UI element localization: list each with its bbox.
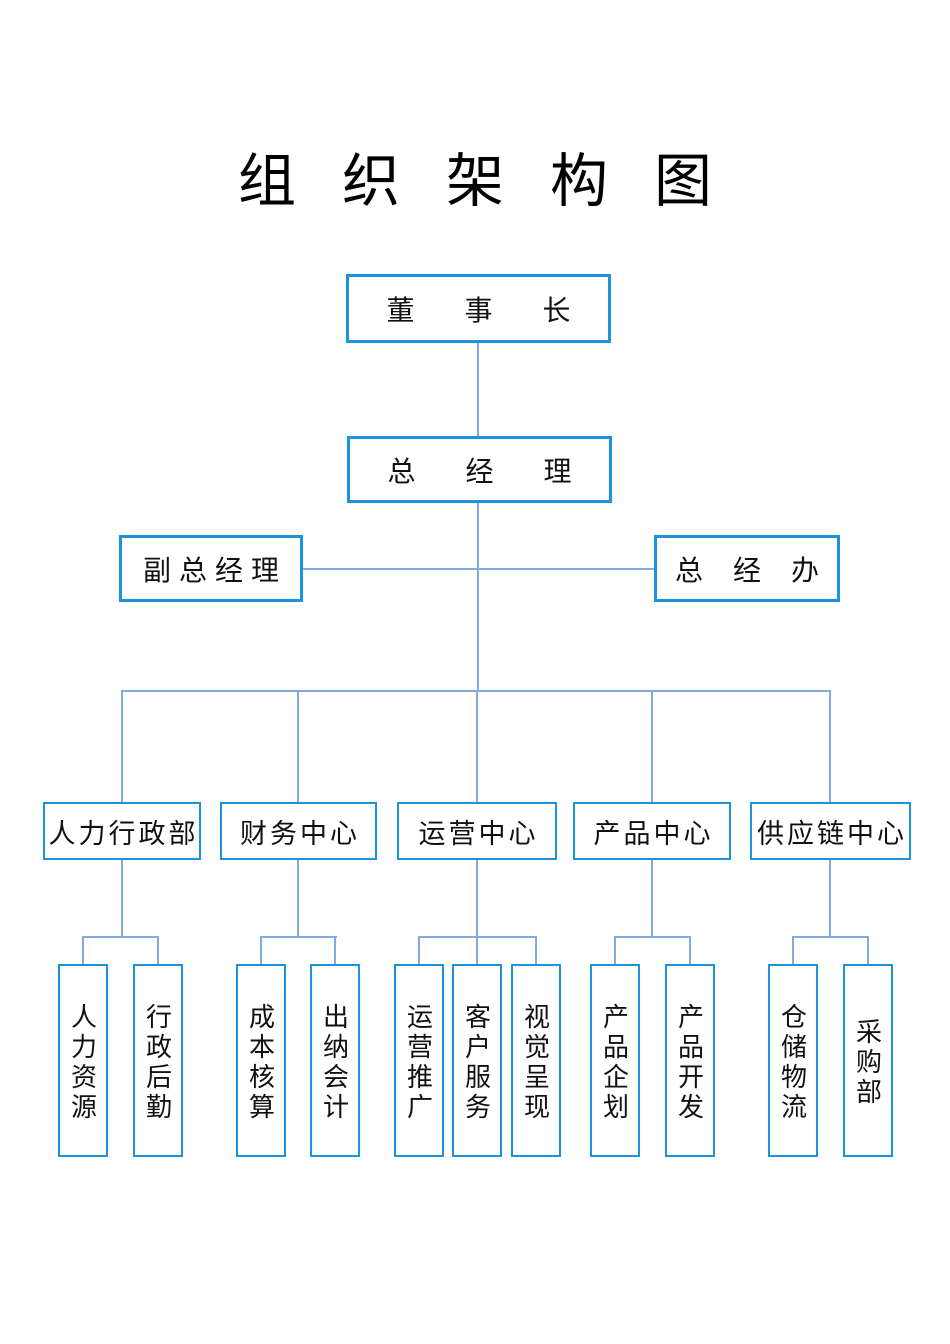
connector-bar-supply-chain bbox=[792, 936, 869, 938]
connector-drop-supply-chain bbox=[829, 690, 831, 802]
dept-label-hr-admin: 人力行政部 bbox=[48, 818, 199, 849]
leaf-label-operations-promotion: 运营推广 bbox=[403, 1002, 434, 1123]
connector-bar-operations bbox=[418, 936, 537, 938]
leaf-box-admin-logistics: 行政后勤 bbox=[133, 964, 183, 1157]
gm-office-box: 总经办 bbox=[654, 535, 840, 602]
dept-box-hr-admin: 人力行政部 bbox=[43, 802, 201, 860]
connector-leafdrop-hr-2 bbox=[157, 936, 159, 964]
leaf-label-cost-accounting: 成本核算 bbox=[245, 1002, 276, 1123]
connector-stub-supply-chain bbox=[829, 860, 831, 936]
deputy-general-manager-box: 副总经理 bbox=[119, 535, 303, 602]
leaf-box-customer-service: 客户服务 bbox=[452, 964, 502, 1157]
connector-leafdrop-sc-1 bbox=[792, 936, 794, 964]
leaf-label-product-development: 产品开发 bbox=[674, 1002, 705, 1123]
dept-label-operations: 运营中心 bbox=[418, 818, 539, 849]
connector-leafdrop-ops-3 bbox=[535, 936, 537, 964]
dept-box-supply-chain: 供应链中心 bbox=[750, 802, 911, 860]
dept-box-finance: 财务中心 bbox=[220, 802, 377, 860]
connector-staff-line bbox=[303, 568, 654, 570]
connector-chairman-gm bbox=[477, 343, 479, 436]
connector-stub-hr-admin bbox=[121, 860, 123, 936]
leaf-label-warehouse-logistics: 仓储物流 bbox=[777, 1002, 808, 1123]
connector-drop-operations bbox=[476, 690, 478, 802]
connector-leafdrop-prod-2 bbox=[689, 936, 691, 964]
connector-bar-hr-admin bbox=[82, 936, 159, 938]
leaf-label-purchasing: 采购部 bbox=[852, 1017, 883, 1108]
leaf-label-admin-logistics: 行政后勤 bbox=[142, 1002, 173, 1123]
leaf-box-visual-design: 视觉呈现 bbox=[511, 964, 561, 1157]
connector-leafdrop-prod-1 bbox=[614, 936, 616, 964]
leaf-box-purchasing: 采购部 bbox=[843, 964, 893, 1157]
connector-drop-product bbox=[651, 690, 653, 802]
leaf-box-product-development: 产品开发 bbox=[665, 964, 715, 1157]
page-title: 组织架构图 bbox=[0, 136, 950, 216]
leaf-label-human-resources: 人力资源 bbox=[67, 1002, 98, 1123]
leaf-box-cost-accounting: 成本核算 bbox=[236, 964, 286, 1157]
leaf-box-product-planning: 产品企划 bbox=[590, 964, 640, 1157]
dept-label-finance: 财务中心 bbox=[240, 818, 360, 849]
deputy-general-manager-label: 副总经理 bbox=[142, 554, 287, 586]
connector-stub-product bbox=[651, 860, 653, 936]
connector-drop-hr-admin bbox=[121, 690, 123, 802]
leaf-box-cashier-accounting: 出纳会计 bbox=[310, 964, 360, 1157]
dept-label-product: 产品中心 bbox=[593, 818, 714, 849]
leaf-box-warehouse-logistics: 仓储物流 bbox=[768, 964, 818, 1157]
chairman-label: 董事长 bbox=[386, 294, 621, 326]
dept-box-product: 产品中心 bbox=[573, 802, 731, 860]
connector-stub-operations bbox=[476, 860, 478, 964]
connector-drop-finance bbox=[297, 690, 299, 802]
connector-stub-finance bbox=[297, 860, 299, 936]
connector-leafdrop-fin-1 bbox=[260, 936, 262, 964]
leaf-label-visual-design: 视觉呈现 bbox=[520, 1002, 551, 1123]
dept-label-supply-chain: 供应链中心 bbox=[757, 818, 907, 849]
connector-gm-main bbox=[477, 503, 479, 692]
connector-leafdrop-sc-2 bbox=[867, 936, 869, 964]
chairman-box: 董事长 bbox=[346, 274, 611, 343]
general-manager-label: 总经理 bbox=[387, 455, 622, 487]
leaf-box-operations-promotion: 运营推广 bbox=[394, 964, 444, 1157]
connector-leafdrop-ops-1 bbox=[418, 936, 420, 964]
dept-box-operations: 运营中心 bbox=[397, 802, 557, 860]
general-manager-box: 总经理 bbox=[347, 436, 612, 503]
connector-bar-finance bbox=[260, 936, 337, 938]
gm-office-label: 总经办 bbox=[674, 554, 849, 586]
connector-leafdrop-fin-2 bbox=[334, 936, 336, 964]
leaf-box-human-resources: 人力资源 bbox=[58, 964, 108, 1157]
leaf-label-cashier-accounting: 出纳会计 bbox=[319, 1002, 350, 1123]
connector-bar-product bbox=[614, 936, 691, 938]
leaf-label-customer-service: 客户服务 bbox=[461, 1002, 492, 1123]
page-title-text: 组织架构图 bbox=[237, 149, 758, 214]
connector-leafdrop-hr-1 bbox=[82, 936, 84, 964]
leaf-label-product-planning: 产品企划 bbox=[599, 1002, 630, 1123]
